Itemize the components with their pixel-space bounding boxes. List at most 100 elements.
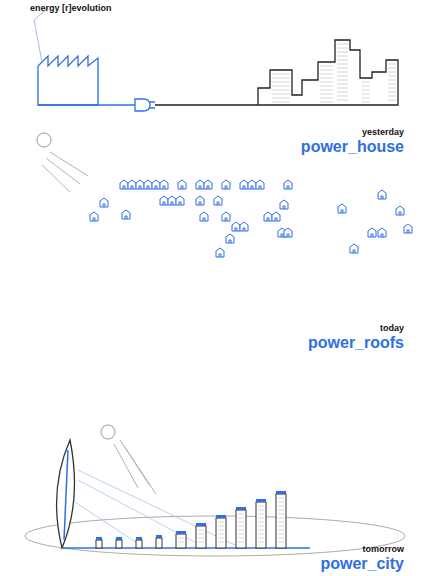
window-stroke bbox=[388, 88, 396, 89]
window-stroke bbox=[337, 52, 348, 53]
building bbox=[176, 534, 186, 548]
window-stroke bbox=[362, 86, 370, 87]
house-icon bbox=[128, 180, 136, 189]
building bbox=[96, 540, 102, 548]
window-stroke bbox=[272, 86, 290, 87]
window-stroke bbox=[258, 530, 264, 531]
window-stroke bbox=[337, 56, 348, 57]
window-stroke bbox=[198, 538, 204, 539]
window-stroke bbox=[337, 60, 348, 61]
window-stroke bbox=[278, 526, 284, 527]
window-stroke bbox=[278, 502, 284, 503]
house-icon bbox=[248, 180, 256, 189]
window-stroke bbox=[337, 44, 348, 45]
building-roof bbox=[96, 537, 102, 540]
sun bbox=[37, 133, 88, 192]
window-stroke bbox=[388, 80, 396, 81]
houses bbox=[90, 180, 412, 257]
window-stroke bbox=[272, 78, 290, 79]
window-stroke bbox=[337, 100, 348, 101]
house-icon bbox=[396, 206, 404, 215]
house-icon bbox=[284, 180, 292, 189]
building-roof bbox=[176, 531, 186, 534]
window-stroke bbox=[337, 96, 348, 97]
window-stroke bbox=[388, 96, 396, 97]
window-stroke bbox=[278, 510, 284, 511]
window-stroke bbox=[320, 86, 333, 87]
window-stroke bbox=[388, 84, 396, 85]
building-roof bbox=[276, 491, 286, 494]
window-stroke bbox=[320, 82, 333, 83]
window-stroke bbox=[320, 70, 333, 71]
window-stroke bbox=[362, 102, 370, 103]
window-stroke bbox=[198, 542, 204, 543]
window-stroke bbox=[258, 514, 264, 515]
house-icon bbox=[136, 180, 144, 189]
window-stroke bbox=[272, 98, 290, 99]
house-icon bbox=[160, 180, 168, 189]
window-stroke bbox=[278, 498, 284, 499]
house-icon bbox=[378, 228, 386, 237]
house-icon bbox=[216, 248, 224, 257]
house-icon bbox=[240, 180, 248, 189]
ground-ellipse bbox=[25, 516, 405, 556]
house-icon bbox=[100, 198, 108, 207]
window-stroke bbox=[218, 530, 224, 531]
window-stroke bbox=[198, 534, 204, 535]
window-stroke bbox=[320, 94, 333, 95]
building-roof bbox=[136, 537, 142, 540]
window-stroke bbox=[198, 530, 204, 531]
building-windows bbox=[272, 44, 396, 102]
window-stroke bbox=[320, 66, 333, 67]
house-icon bbox=[214, 196, 222, 205]
window-stroke bbox=[272, 102, 290, 103]
house-icon bbox=[256, 180, 264, 189]
title: energy [r]evolution bbox=[30, 4, 112, 14]
window-stroke bbox=[218, 538, 224, 539]
window-stroke bbox=[272, 94, 290, 95]
window-stroke bbox=[337, 88, 348, 89]
section-label: power_roofs bbox=[308, 334, 404, 352]
house-icon bbox=[264, 212, 272, 221]
window-stroke bbox=[258, 542, 264, 543]
window-stroke bbox=[278, 522, 284, 523]
window-stroke bbox=[238, 538, 244, 539]
house-icon bbox=[120, 180, 128, 189]
house-icon bbox=[272, 212, 280, 221]
house-icon bbox=[232, 222, 240, 231]
window-stroke bbox=[337, 92, 348, 93]
period-label: yesterday bbox=[362, 128, 404, 138]
house-icon bbox=[226, 234, 234, 243]
city-buildings bbox=[96, 491, 286, 548]
house-icon bbox=[222, 212, 230, 221]
window-stroke bbox=[238, 542, 244, 543]
house-icon bbox=[284, 228, 292, 237]
building bbox=[136, 540, 142, 548]
window-stroke bbox=[218, 522, 224, 523]
window-stroke bbox=[258, 522, 264, 523]
building bbox=[196, 526, 206, 548]
window-stroke bbox=[388, 68, 396, 69]
window-stroke bbox=[362, 98, 370, 99]
house-icon bbox=[368, 228, 376, 237]
house-icon bbox=[90, 212, 98, 221]
window-stroke bbox=[320, 74, 333, 75]
window-stroke bbox=[362, 90, 370, 91]
house-icon bbox=[280, 200, 288, 209]
window-stroke bbox=[337, 84, 348, 85]
window-stroke bbox=[272, 74, 290, 75]
house-icon bbox=[222, 180, 230, 189]
tower-links bbox=[72, 470, 235, 545]
house-icon bbox=[378, 190, 386, 199]
plug bbox=[135, 99, 155, 111]
window-stroke bbox=[258, 518, 264, 519]
window-stroke bbox=[238, 514, 244, 515]
house-icon bbox=[338, 204, 346, 213]
window-stroke bbox=[337, 72, 348, 73]
house-icon bbox=[196, 180, 204, 189]
house-icon bbox=[144, 180, 152, 189]
window-stroke bbox=[278, 538, 284, 539]
window-stroke bbox=[337, 64, 348, 65]
